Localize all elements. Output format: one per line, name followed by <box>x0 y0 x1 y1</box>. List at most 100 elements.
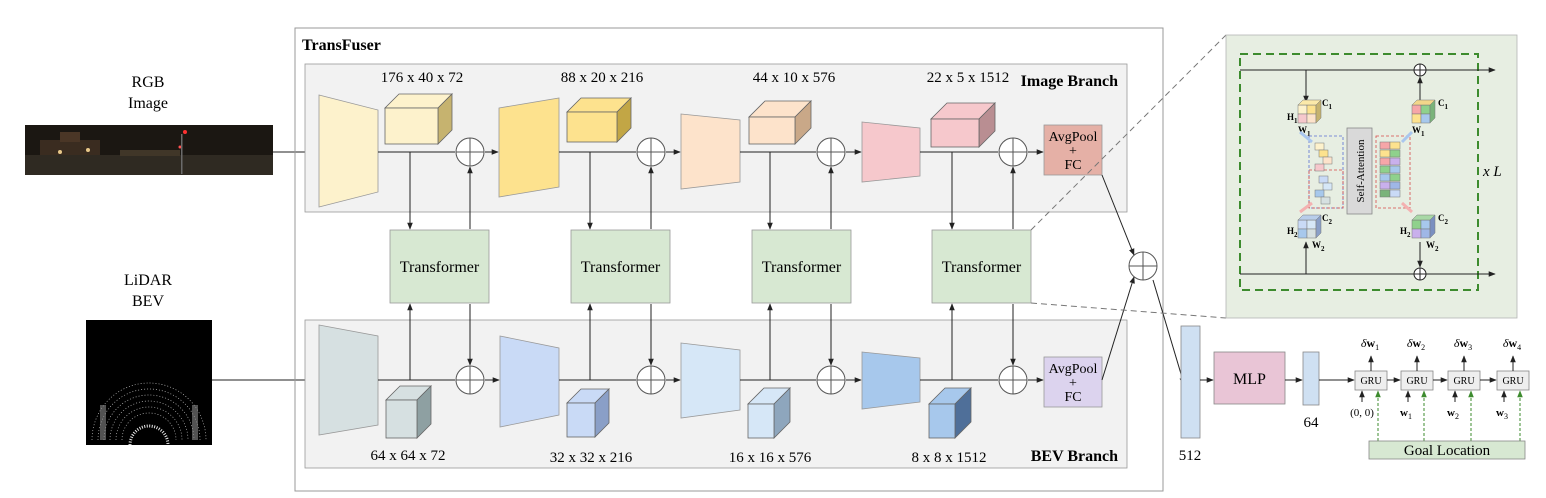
image-encoder-stage-2: 88 x 20 x 216 <box>498 70 644 198</box>
gru-input-origin: (0, 0) <box>1350 407 1374 419</box>
lidar-label-line1: LiDAR <box>124 272 172 289</box>
lidar-label-line2: BEV <box>132 293 164 310</box>
svg-text:Transformer: Transformer <box>581 259 661 276</box>
image-trapezoid-4 <box>861 121 921 183</box>
vector-512-label: 512 <box>1179 448 1202 464</box>
image-feature-cube-2 <box>566 111 618 143</box>
bev-feature-cube-1 <box>385 399 418 439</box>
image-add-node-2 <box>636 137 666 167</box>
svg-text:H2: H2 <box>1400 226 1411 239</box>
gru-input-w2: w2 <box>1447 407 1459 421</box>
transfuser-title: TransFuser <box>302 37 381 54</box>
vector-512 <box>1180 325 1201 439</box>
svg-text:W1: W1 <box>1412 125 1425 138</box>
svg-text:C2: C2 <box>1438 213 1449 226</box>
image-feature-cube-3 <box>748 116 796 145</box>
transformer-block-2: Transformer <box>570 229 671 304</box>
svg-text:H1: H1 <box>1287 112 1298 125</box>
svg-text:W2: W2 <box>1312 240 1325 253</box>
image-add-node-1 <box>455 137 485 167</box>
svg-text:GRU: GRU <box>1406 376 1428 387</box>
image-avgpool-fc-box: AvgPool + FC <box>1043 124 1103 176</box>
image-encoder-stage-3: 44 x 10 x 576 <box>680 70 836 190</box>
bev-trapezoid-4 <box>861 351 921 410</box>
bev-feature-cube-2 <box>566 402 596 438</box>
attention-detail-panel: H1 W1 C1 W1 C1 H2 W2 C2 H2 W2 C2 <box>1225 34 1518 319</box>
transfuser-frame <box>294 27 1164 492</box>
image-trapezoid-3 <box>680 113 741 190</box>
rgb-label-line1: RGB <box>132 74 165 91</box>
svg-text:GRU: GRU <box>1502 376 1524 387</box>
vector-64 <box>1302 351 1320 406</box>
bev-add-node-1 <box>455 365 485 395</box>
bev-trapezoid-3 <box>680 342 741 419</box>
bev-encoder-stage-1: 64 x 64 x 72 <box>318 324 446 464</box>
image-trapezoid-1 <box>318 94 379 208</box>
image-feature-cube-4 <box>930 118 980 148</box>
svg-text:+: + <box>1069 376 1077 391</box>
bev-add-node-2 <box>636 365 666 395</box>
gru-input-w1: w1 <box>1400 407 1412 421</box>
rgb-label-line2: Image <box>128 95 168 112</box>
transformer-block-1: Transformer <box>389 229 490 304</box>
output-delta-w2: δw2 <box>1407 336 1425 352</box>
gru-cell-2: GRU <box>1400 370 1434 391</box>
svg-text:C1: C1 <box>1438 98 1449 111</box>
svg-text:W2: W2 <box>1426 240 1439 253</box>
vector-64-label: 64 <box>1304 415 1320 431</box>
image-dim-3: 44 x 10 x 576 <box>753 70 836 86</box>
svg-text:W1: W1 <box>1298 125 1311 138</box>
svg-text:C2: C2 <box>1322 213 1333 226</box>
fusion-add-node <box>1128 251 1158 281</box>
bev-dim-2: 32 x 32 x 216 <box>550 450 633 466</box>
gru-cell-3: GRU <box>1447 370 1481 391</box>
svg-text:MLP: MLP <box>1233 371 1266 388</box>
image-dim-2: 88 x 20 x 216 <box>561 70 644 86</box>
bev-dim-4: 8 x 8 x 1512 <box>912 450 987 466</box>
bev-avgpool-fc-box: AvgPool + FC <box>1043 356 1103 408</box>
bev-dim-3: 16 x 16 x 576 <box>729 450 812 466</box>
bev-dim-1: 64 x 64 x 72 <box>371 448 446 464</box>
transformer-block-4: Transformer <box>931 229 1032 304</box>
svg-text:AvgPool: AvgPool <box>1049 130 1098 145</box>
svg-text:FC: FC <box>1064 158 1081 173</box>
repeat-label: x L <box>1482 164 1502 180</box>
gru-input-w3: w3 <box>1496 407 1508 421</box>
rgb-image <box>25 125 273 175</box>
image-feature-cube-1 <box>384 107 439 145</box>
bev-feature-cube-4 <box>928 403 956 439</box>
svg-text:Transformer: Transformer <box>942 259 1022 276</box>
goal-location-box: Goal Location <box>1368 440 1526 460</box>
gru-cell-1: GRU <box>1354 370 1388 391</box>
lidar-bev-image <box>86 320 212 446</box>
mlp-block: MLP <box>1213 351 1286 405</box>
transformer-block-3: Transformer <box>751 229 852 304</box>
bev-trapezoid-1 <box>318 324 379 436</box>
image-dim-1: 176 x 40 x 72 <box>381 70 464 86</box>
bev-feature-cube-3 <box>747 403 775 439</box>
svg-text:Transformer: Transformer <box>762 259 842 276</box>
svg-text:+: + <box>1069 144 1077 159</box>
svg-text:AvgPool: AvgPool <box>1049 362 1098 377</box>
bev-branch-label: BEV Branch <box>1031 448 1118 465</box>
gru-cell-4: GRU <box>1496 370 1530 391</box>
output-delta-w3: δw3 <box>1454 336 1472 352</box>
output-delta-w1: δw1 <box>1361 336 1379 352</box>
bev-trapezoid-2 <box>499 335 560 428</box>
svg-text:Transformer: Transformer <box>400 259 480 276</box>
self-attention-label: Self-Attention <box>1355 139 1367 202</box>
svg-text:GRU: GRU <box>1360 376 1382 387</box>
image-add-node-4 <box>998 137 1028 167</box>
image-encoder-stage-4: 22 x 5 x 1512 <box>861 70 1009 183</box>
bev-add-node-4 <box>998 365 1028 395</box>
svg-text:GRU: GRU <box>1453 376 1475 387</box>
svg-text:Goal Location: Goal Location <box>1404 443 1491 459</box>
image-branch-label: Image Branch <box>1021 73 1118 90</box>
bev-encoder-stage-3: 16 x 16 x 576 <box>680 342 812 466</box>
bev-encoder-stage-2: 32 x 32 x 216 <box>499 335 633 466</box>
image-add-node-3 <box>816 137 846 167</box>
image-encoder-stage-1: 176 x 40 x 72 <box>318 70 464 208</box>
svg-text:FC: FC <box>1064 390 1081 405</box>
svg-text:H2: H2 <box>1287 226 1298 239</box>
